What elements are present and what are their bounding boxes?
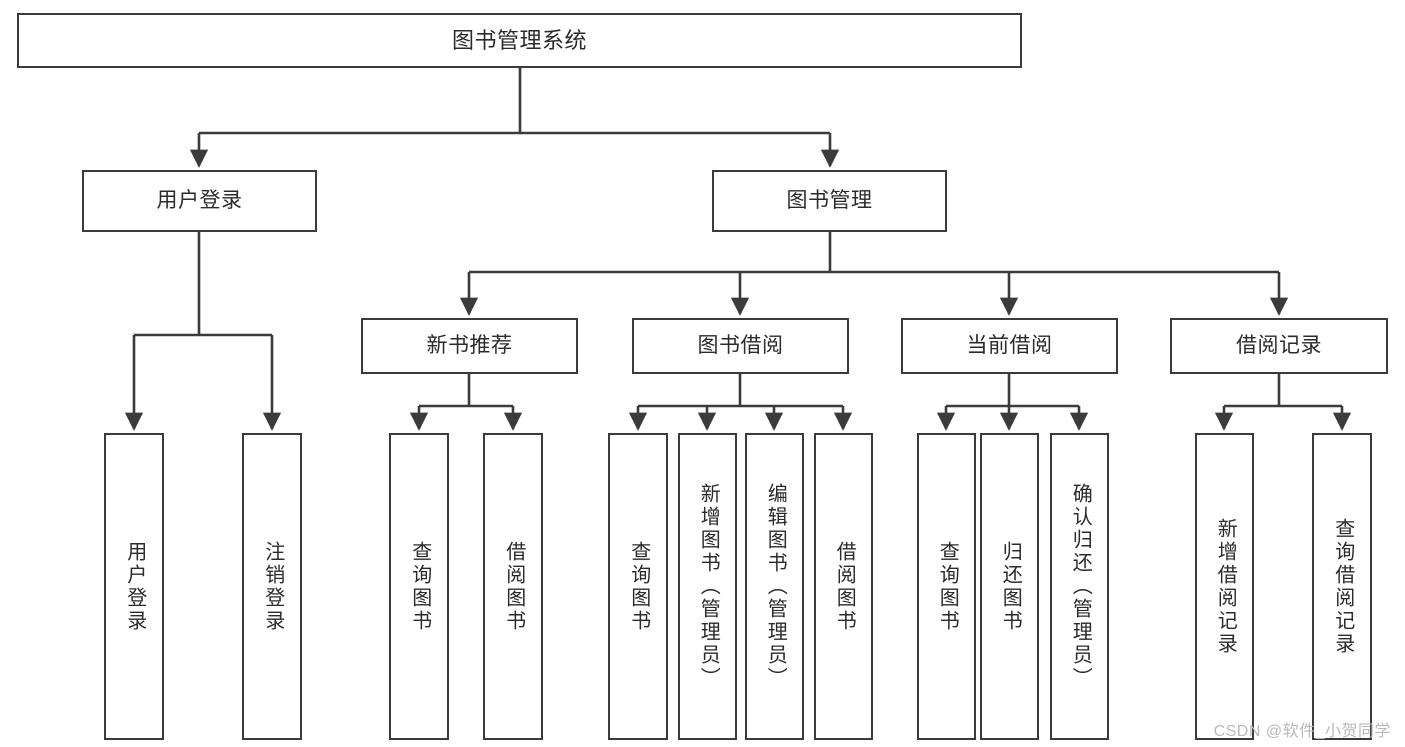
node-label: 借阅图书 [833, 540, 856, 633]
node-label: 新书推荐 [426, 333, 513, 357]
leaf-return-book[interactable]: 归还图书 [980, 433, 1039, 740]
leaf-query-book-current[interactable]: 查询图书 [917, 433, 976, 740]
node-label: 新增图书（管理员） [697, 483, 720, 690]
node-label: 借阅图书 [502, 540, 525, 633]
node-label: 注销登录 [261, 540, 284, 633]
node-current-borrow[interactable]: 当前借阅 [901, 318, 1118, 374]
node-label: 归还图书 [999, 540, 1022, 633]
leaf-add-book-admin[interactable]: 新增图书（管理员） [678, 433, 737, 740]
node-label: 用户登录 [123, 540, 146, 633]
leaf-edit-book-admin[interactable]: 编辑图书（管理员） [745, 433, 804, 740]
node-label: 查询借阅记录 [1331, 517, 1354, 656]
leaf-add-borrow-record[interactable]: 新增借阅记录 [1195, 433, 1254, 740]
node-book-management[interactable]: 图书管理 [712, 170, 947, 232]
node-label: 图书借阅 [697, 333, 784, 357]
leaf-query-borrow-record[interactable]: 查询借阅记录 [1312, 433, 1372, 740]
leaf-confirm-return-admin[interactable]: 确认归还（管理员） [1050, 433, 1109, 740]
node-label: 确认归还（管理员） [1069, 483, 1092, 690]
leaf-borrow-book-newbook[interactable]: 借阅图书 [483, 433, 543, 740]
node-user-login[interactable]: 用户登录 [82, 170, 317, 232]
node-label: 当前借阅 [966, 333, 1053, 357]
csdn-watermark: CSDN @软件_小贺同学 [1213, 723, 1391, 740]
node-label: 查询图书 [627, 540, 650, 633]
node-label: 用户登录 [156, 188, 243, 212]
node-label: 新增借阅记录 [1214, 517, 1237, 656]
node-label: 查询图书 [408, 540, 431, 633]
node-root-system[interactable]: 图书管理系统 [17, 13, 1022, 68]
leaf-query-book-newbook[interactable]: 查询图书 [389, 433, 449, 740]
node-label: 图书管理 [786, 188, 873, 212]
node-label: 图书管理系统 [451, 27, 587, 53]
leaf-query-book-borrow[interactable]: 查询图书 [608, 433, 668, 740]
node-label: 借阅记录 [1236, 333, 1322, 357]
leaf-borrow-book-borrow[interactable]: 借阅图书 [814, 433, 873, 740]
node-borrow-record[interactable]: 借阅记录 [1170, 318, 1388, 374]
leaf-logout[interactable]: 注销登录 [242, 433, 302, 740]
node-label: 查询图书 [936, 540, 959, 633]
leaf-user-login[interactable]: 用户登录 [104, 433, 164, 740]
node-label: 编辑图书（管理员） [764, 483, 787, 690]
node-book-borrow[interactable]: 图书借阅 [632, 318, 849, 374]
node-new-book-recommend[interactable]: 新书推荐 [361, 318, 578, 374]
